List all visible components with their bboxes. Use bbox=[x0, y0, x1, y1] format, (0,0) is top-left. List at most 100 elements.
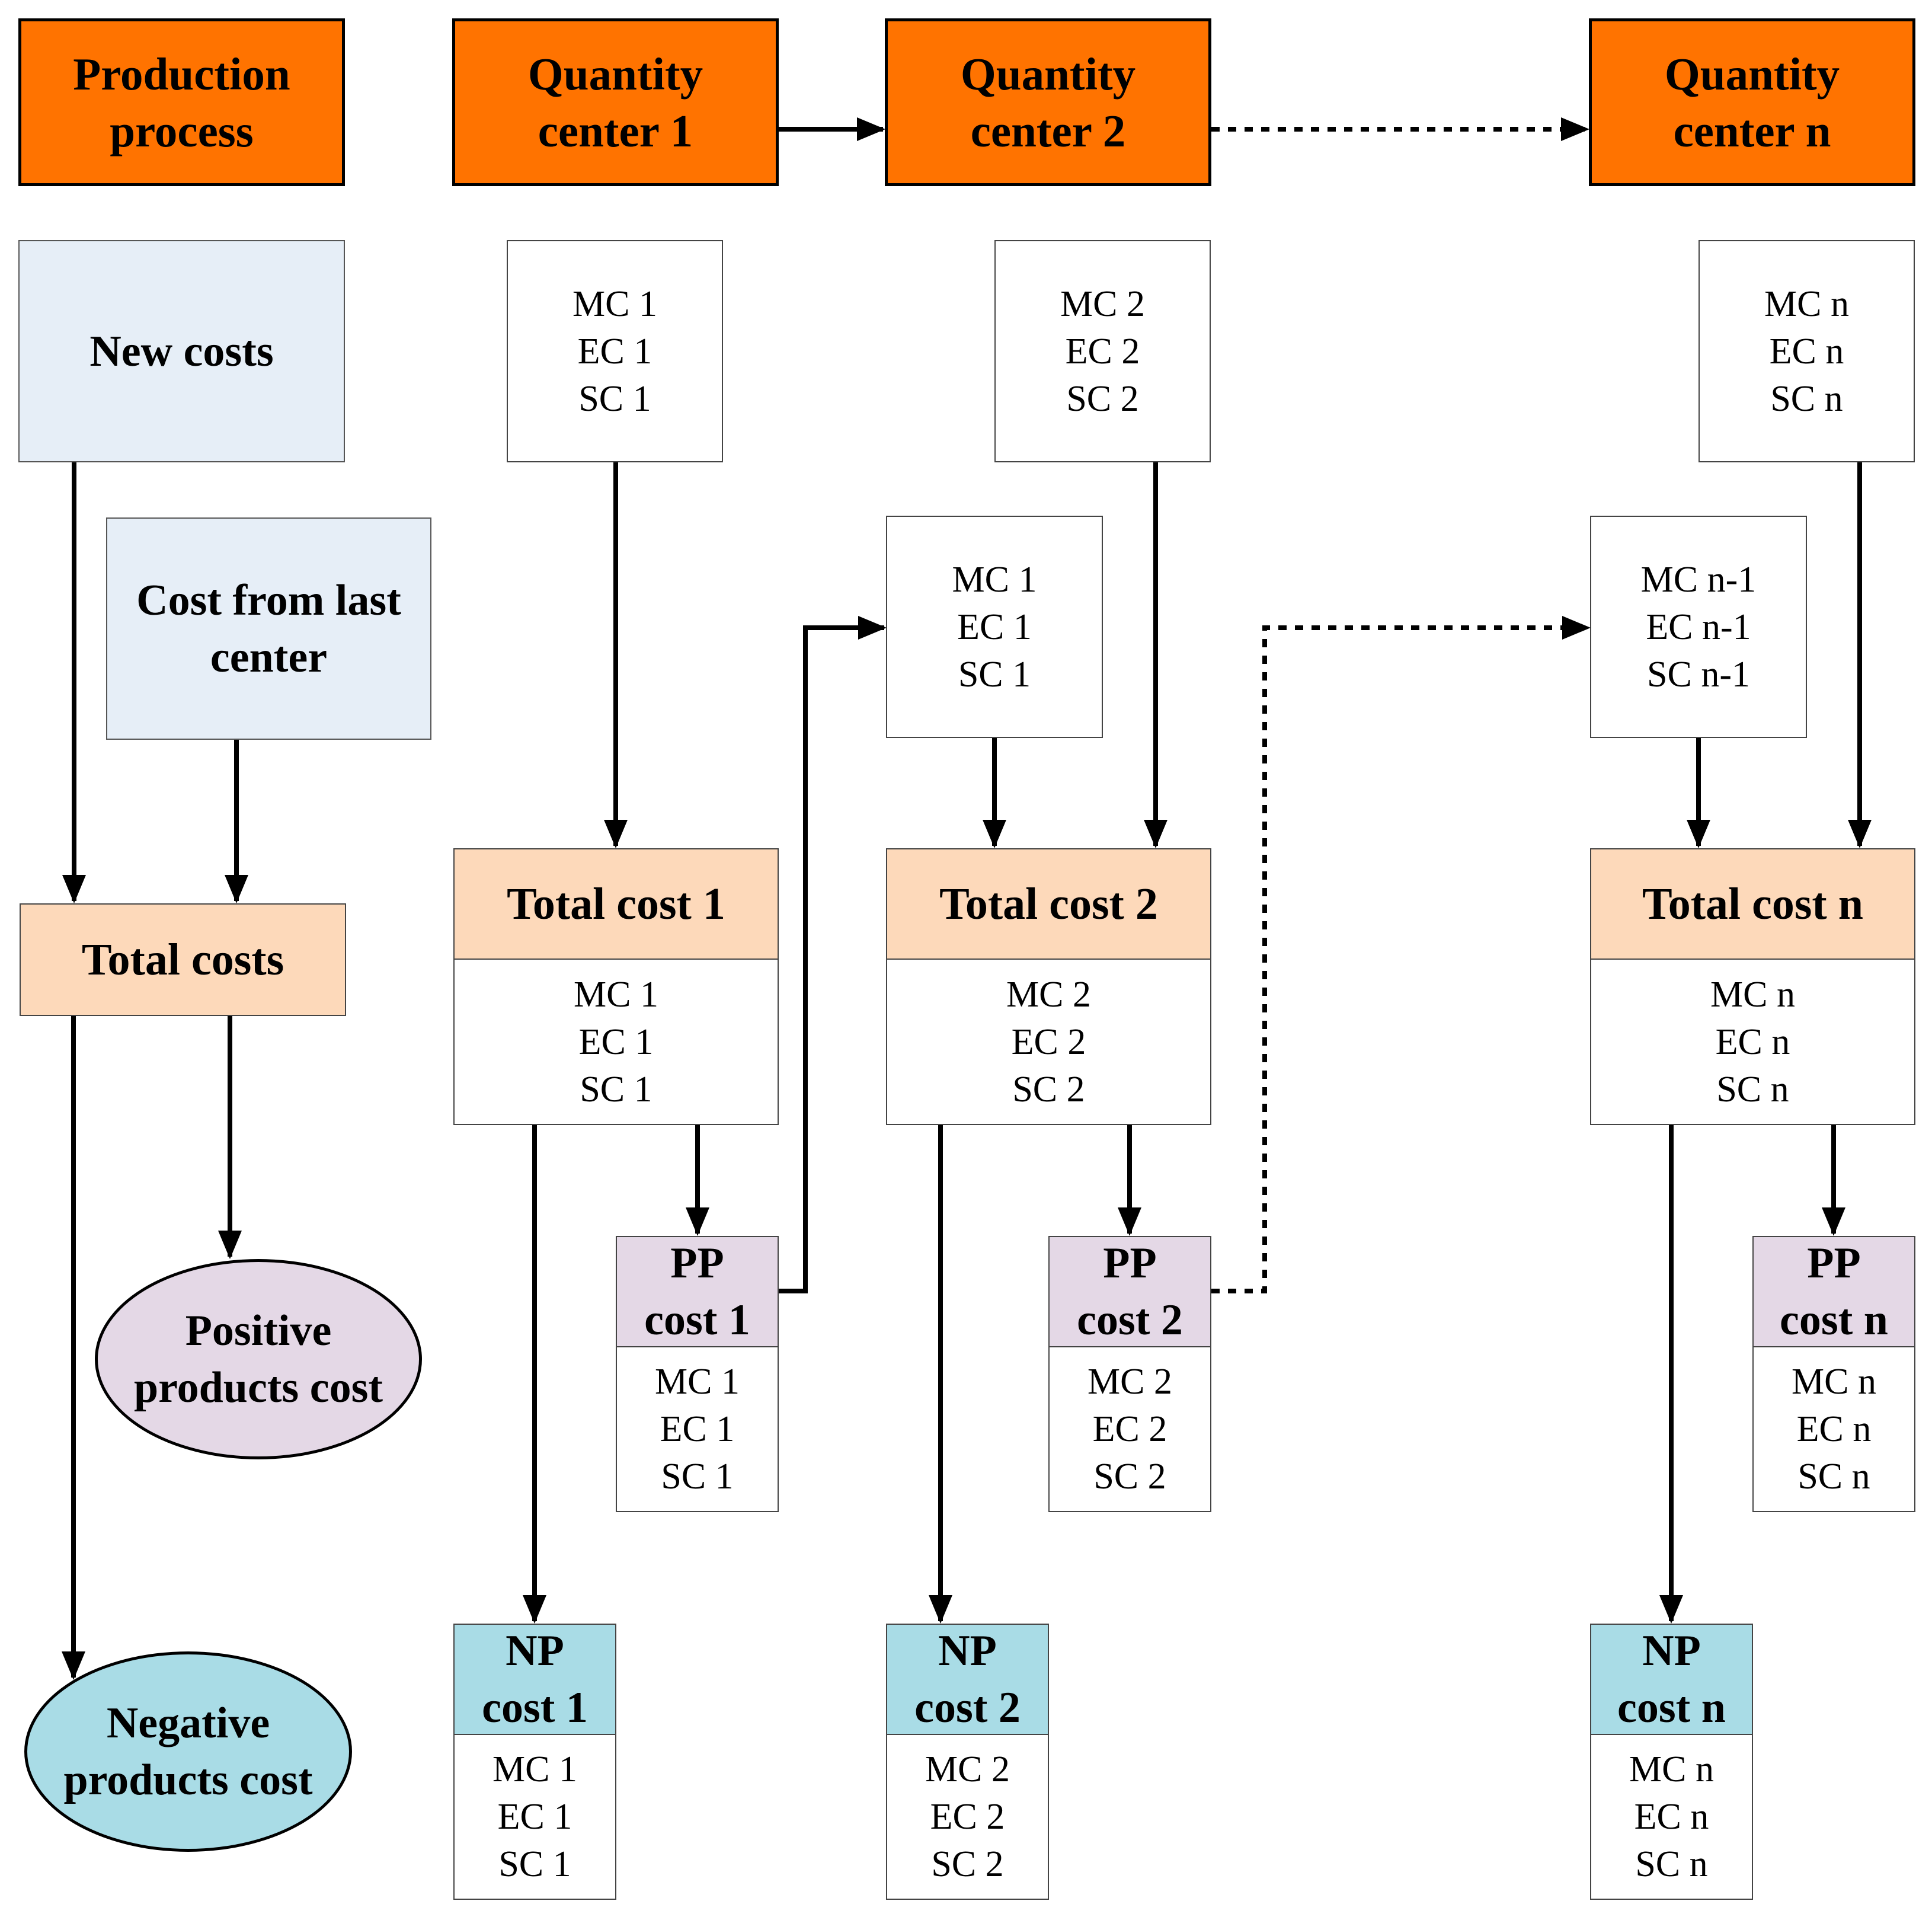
np-title-line: NP bbox=[938, 1627, 997, 1675]
total-cost-title: Total cost 1 bbox=[507, 879, 725, 929]
total-costs-label: Total costs bbox=[81, 935, 284, 985]
cost-line: EC n bbox=[1715, 1021, 1790, 1062]
cost-line: SC 1 bbox=[578, 378, 651, 419]
total-cost-n-details: MC n EC n SC n bbox=[1590, 958, 1915, 1125]
np-title-line: cost n bbox=[1617, 1683, 1726, 1732]
pp-title-line: PP bbox=[1103, 1239, 1157, 1287]
cost-line: EC n bbox=[1796, 1409, 1872, 1449]
cost-from-last-line: Cost from last bbox=[136, 576, 401, 625]
new-costs-box: New costs bbox=[18, 240, 345, 462]
cost-line: EC 1 bbox=[497, 1797, 572, 1837]
np-title-line: NP bbox=[1642, 1627, 1701, 1675]
np-cost-1-details: MC 1 EC 1 SC 1 bbox=[453, 1734, 616, 1900]
cost-line: EC n bbox=[1769, 331, 1844, 372]
cost-line: EC 2 bbox=[1011, 1021, 1086, 1062]
cost-line: SC n bbox=[1635, 1844, 1708, 1884]
cost-line: SC 2 bbox=[1012, 1069, 1085, 1110]
pp-cost-1-details: MC 1 EC 1 SC 1 bbox=[616, 1346, 779, 1512]
np-cost-n-title: NP cost n bbox=[1590, 1624, 1753, 1735]
cost-line: SC 2 bbox=[1066, 378, 1139, 419]
production-process-header: Production process bbox=[18, 18, 345, 186]
cost-line: MC n bbox=[1710, 974, 1795, 1015]
pp-title-line: PP bbox=[1807, 1239, 1861, 1287]
cost-line: SC n bbox=[1797, 1456, 1870, 1497]
np-cost-1-title: NP cost 1 bbox=[453, 1624, 616, 1735]
header-line: center n bbox=[1673, 105, 1831, 156]
np-title-line: cost 1 bbox=[482, 1683, 588, 1732]
positive-line: products cost bbox=[133, 1363, 383, 1412]
cost-line: SC 2 bbox=[1093, 1456, 1166, 1497]
pp-cost-2-title: PP cost 2 bbox=[1048, 1236, 1211, 1347]
total-cost-1-title: Total cost 1 bbox=[453, 848, 779, 960]
cost-line: MC 2 bbox=[1006, 974, 1091, 1015]
quantity-center-1-header: Quantity center 1 bbox=[452, 18, 779, 186]
cost-line: EC 2 bbox=[1065, 331, 1140, 372]
positive-line: Positive bbox=[185, 1306, 332, 1355]
center-1-input-costs: MC 1 EC 1 SC 1 bbox=[507, 240, 723, 462]
pp-title-line: cost n bbox=[1780, 1296, 1888, 1344]
center-n-input-costs: MC n EC n SC n bbox=[1699, 240, 1915, 462]
cost-line: MC 1 bbox=[952, 559, 1037, 600]
cost-line: MC 1 bbox=[572, 283, 657, 324]
header-line: Quantity bbox=[527, 48, 703, 100]
header-line: Production bbox=[73, 48, 290, 100]
cost-line: SC 1 bbox=[580, 1069, 652, 1110]
cost-line: MC 1 bbox=[574, 974, 658, 1015]
cost-line: SC n bbox=[1770, 378, 1843, 419]
np-title-line: cost 2 bbox=[914, 1683, 1021, 1732]
header-line: process bbox=[110, 105, 254, 156]
cost-line: MC 2 bbox=[925, 1749, 1010, 1790]
cost-line: SC n bbox=[1716, 1069, 1789, 1110]
cost-line: EC 1 bbox=[578, 1021, 654, 1062]
header-line: Quantity bbox=[960, 48, 1136, 100]
cost-line: EC 2 bbox=[930, 1797, 1005, 1837]
cost-line: EC 1 bbox=[577, 331, 652, 372]
pp-cost-n-title: PP cost n bbox=[1752, 1236, 1915, 1347]
total-costs-box: Total costs bbox=[20, 903, 346, 1016]
total-cost-2-details: MC 2 EC 2 SC 2 bbox=[886, 958, 1211, 1125]
cost-line: SC 2 bbox=[931, 1844, 1004, 1884]
pp-title-line: cost 1 bbox=[644, 1296, 750, 1344]
cost-from-last-center-box: Cost from last center bbox=[106, 517, 431, 740]
cost-line: EC n-1 bbox=[1646, 606, 1751, 647]
pp-cost-n-details: MC n EC n SC n bbox=[1752, 1346, 1915, 1512]
cost-line: EC 2 bbox=[1092, 1409, 1167, 1449]
positive-products-cost-ellipse: Positive products cost bbox=[95, 1259, 422, 1459]
header-line: center 1 bbox=[538, 105, 693, 156]
total-cost-title: Total cost n bbox=[1642, 879, 1864, 929]
total-cost-title: Total cost 2 bbox=[939, 879, 1158, 929]
cost-line: SC 1 bbox=[958, 654, 1031, 695]
negative-line: products cost bbox=[63, 1756, 313, 1804]
cost-line: SC n-1 bbox=[1647, 654, 1750, 695]
cost-line: MC n bbox=[1629, 1749, 1714, 1790]
pp-title-line: PP bbox=[670, 1239, 724, 1287]
cost-line: SC 1 bbox=[661, 1456, 734, 1497]
center-n-transferred-costs: MC n-1 EC n-1 SC n-1 bbox=[1590, 516, 1807, 738]
total-cost-1-details: MC 1 EC 1 SC 1 bbox=[453, 958, 779, 1125]
quantity-center-n-header: Quantity center n bbox=[1589, 18, 1915, 186]
np-cost-2-title: NP cost 2 bbox=[886, 1624, 1049, 1735]
negative-line: Negative bbox=[106, 1699, 270, 1747]
pp-cost-2-details: MC 2 EC 2 SC 2 bbox=[1048, 1346, 1211, 1512]
center-2-input-costs: MC 2 EC 2 SC 2 bbox=[994, 240, 1211, 462]
total-cost-2-title: Total cost 2 bbox=[886, 848, 1211, 960]
cost-line: MC 2 bbox=[1060, 283, 1145, 324]
cost-line: MC 1 bbox=[492, 1749, 577, 1790]
header-line: Quantity bbox=[1664, 48, 1840, 100]
np-cost-2-details: MC 2 EC 2 SC 2 bbox=[886, 1734, 1049, 1900]
cost-line: SC 1 bbox=[498, 1844, 571, 1884]
pp-title-line: cost 2 bbox=[1077, 1296, 1183, 1344]
np-cost-n-details: MC n EC n SC n bbox=[1590, 1734, 1753, 1900]
new-costs-label: New costs bbox=[89, 327, 274, 376]
cost-from-last-line: center bbox=[210, 632, 328, 682]
cost-line: EC 1 bbox=[957, 606, 1032, 647]
arrow-pp-1-to-center-2 bbox=[779, 616, 887, 1293]
dotted-arrow-pp-2-to-center-n bbox=[1211, 616, 1591, 1293]
cost-line: MC 2 bbox=[1087, 1362, 1172, 1402]
cost-line: MC 1 bbox=[655, 1362, 740, 1402]
negative-products-cost-ellipse: Negative products cost bbox=[24, 1651, 352, 1852]
pp-cost-1-title: PP cost 1 bbox=[616, 1236, 779, 1347]
cost-line: EC 1 bbox=[660, 1409, 735, 1449]
cost-line: MC n bbox=[1764, 283, 1849, 324]
